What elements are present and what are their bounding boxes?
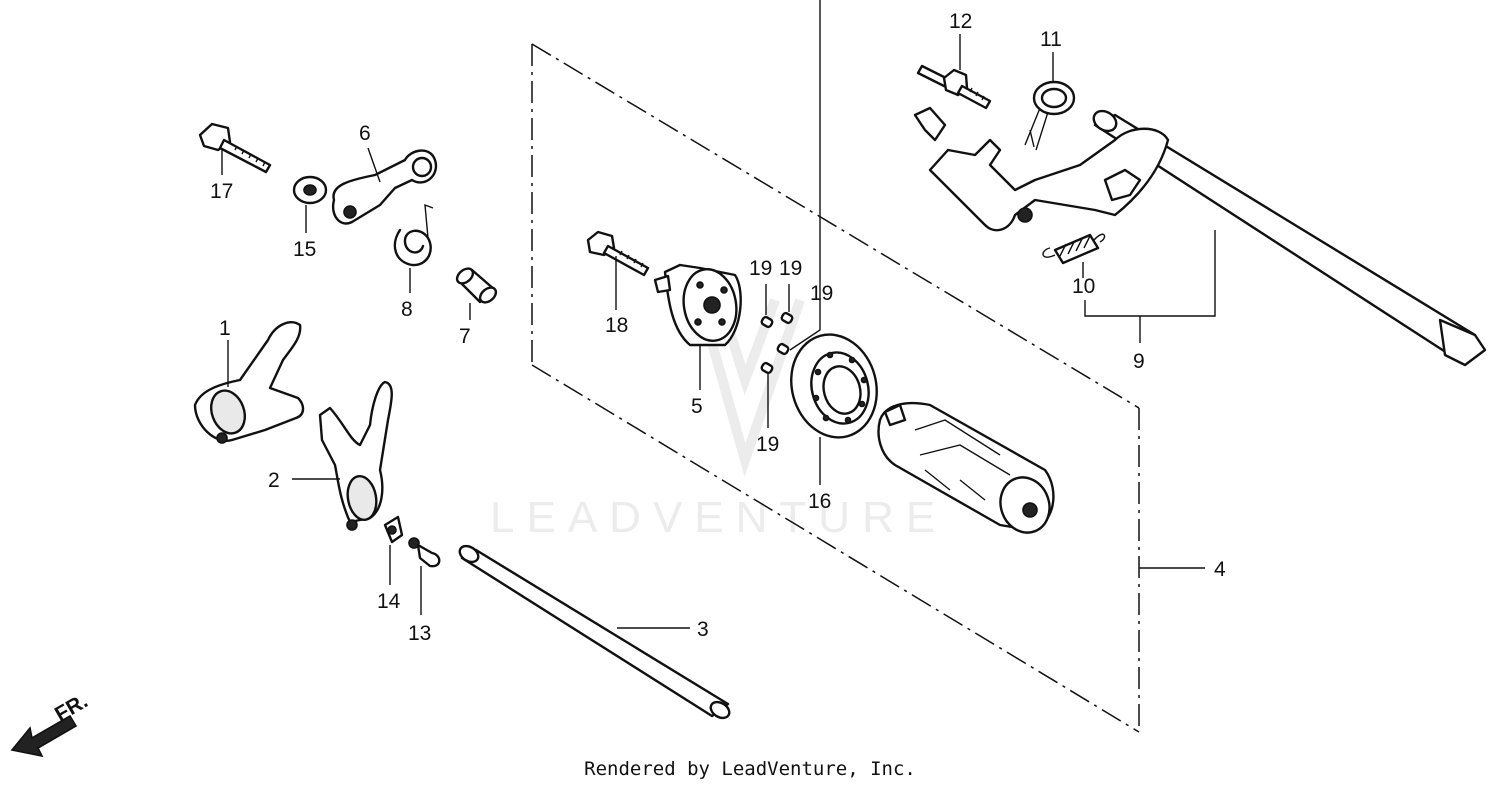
callout-14: 14 xyxy=(377,590,401,613)
callout-19b: 19 xyxy=(779,257,802,280)
callout-12: 12 xyxy=(949,10,972,33)
part-13-pin[interactable] xyxy=(408,537,441,568)
part-9-gearshift-spindle[interactable] xyxy=(913,106,1487,367)
part-11-spring[interactable] xyxy=(1024,80,1076,151)
watermark-text: LEADVENTURE xyxy=(490,493,947,542)
callout-3: 3 xyxy=(697,618,709,641)
front-indicator-label: FR. xyxy=(51,689,92,726)
callout-7: 7 xyxy=(459,325,471,348)
callout-19d: 19 xyxy=(756,433,779,456)
callout-16: 16 xyxy=(808,490,831,513)
callout-4: 4 xyxy=(1214,558,1226,581)
part-2-shift-fork[interactable] xyxy=(318,380,393,531)
part-16-bearing[interactable] xyxy=(780,325,888,447)
callout-17: 17 xyxy=(210,180,233,203)
front-arrow-icon xyxy=(10,714,78,758)
part-17-bolt[interactable] xyxy=(198,122,272,174)
callout-1: 1 xyxy=(219,317,231,340)
callout-15: 15 xyxy=(293,238,316,261)
callout-6: 6 xyxy=(359,122,371,145)
callout-11: 11 xyxy=(1040,28,1062,51)
part-14-clip[interactable] xyxy=(383,515,404,544)
callout-19a: 19 xyxy=(749,257,772,280)
callout-2: 2 xyxy=(268,469,280,492)
part-8-spring[interactable] xyxy=(393,203,434,267)
callout-18: 18 xyxy=(605,314,628,337)
part-15-washer[interactable] xyxy=(292,175,328,205)
callout-19c: 19 xyxy=(810,282,833,305)
part-7-collar[interactable] xyxy=(454,266,499,306)
shift-drum[interactable] xyxy=(877,401,1058,539)
callout-10: 10 xyxy=(1072,275,1095,298)
part-10-return-spring[interactable] xyxy=(1042,233,1106,265)
part-18-bolt[interactable] xyxy=(586,230,650,277)
callout-8: 8 xyxy=(401,298,413,321)
part-3-fork-shaft[interactable] xyxy=(457,543,732,721)
assembly-4-boundary xyxy=(531,43,1140,733)
leader-19c-path xyxy=(789,307,821,351)
leader-6 xyxy=(367,147,381,183)
part-19-dowel-pins[interactable] xyxy=(760,311,794,375)
part-1-shift-fork[interactable] xyxy=(193,321,305,444)
footer-credit: Rendered by LeadVenture, Inc. xyxy=(584,758,916,780)
part-12-bolt[interactable] xyxy=(916,64,992,110)
part-5-drum-plate[interactable] xyxy=(653,263,742,347)
callout-5: 5 xyxy=(691,395,703,418)
leader-9 xyxy=(1084,230,1216,317)
callout-13: 13 xyxy=(408,622,431,645)
part-6-stopper-arm[interactable] xyxy=(331,149,438,225)
callout-9: 9 xyxy=(1133,350,1145,373)
